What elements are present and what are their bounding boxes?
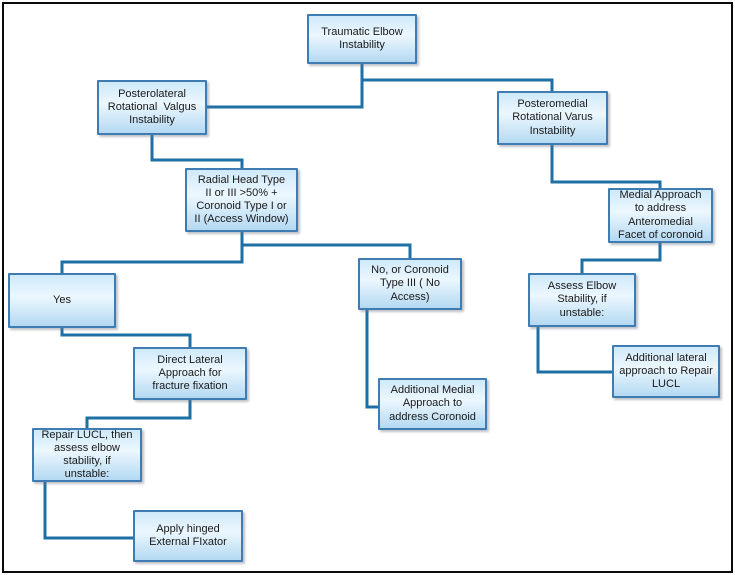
connector-posteromedial-to-medial-approach: [550, 145, 662, 188]
flowchart-node-posteromedial-rotational-varus-instability: Posteromedial Rotational Varus Instabili…: [497, 91, 608, 145]
connector-posterolateral-to-radial-head: [150, 135, 244, 168]
flowchart-node-no-coronoid-type-iii: No, or Coronoid Type III ( No Access): [358, 258, 462, 310]
flowchart-node-radial-head-access-window: Radial Head Type II or III >50% + Corono…: [185, 168, 298, 232]
flowchart-node-assess-elbow-stability: Assess Elbow Stability, if unstable:: [528, 273, 636, 327]
flowchart-node-repair-lucl-then-assess: Repair LUCL, then assess elbow stability…: [32, 428, 142, 482]
flowchart-node-additional-medial-approach: Additional Medial Approach to address Co…: [378, 378, 487, 430]
connector-radial-head-to-no: [240, 232, 412, 258]
flowchart-node-medial-approach-anteromedial-facet: Medial Approach to address Anteromedial …: [608, 188, 713, 243]
connector-direct-lateral-to-repair-lucl: [85, 400, 192, 428]
connector-radial-head-to-yes: [60, 245, 244, 273]
connector-traumatic-to-posteromedial: [362, 78, 554, 91]
connector-repair-lucl-to-apply-hinged: [43, 482, 133, 540]
connector-medial-approach-to-assess: [580, 243, 662, 273]
connector-assess-to-additional-lateral: [536, 327, 612, 374]
connector-traumatic-to-posterolateral: [207, 64, 364, 109]
connector-yes-to-direct-lateral: [60, 328, 192, 347]
flowchart-node-yes: Yes: [8, 273, 116, 328]
flowchart-node-traumatic-elbow-instability: Traumatic Elbow Instability: [307, 14, 417, 64]
flowchart-node-direct-lateral-approach: Direct Lateral Approach for fracture fix…: [133, 347, 247, 400]
flowchart-node-posterolateral-rotational-valgus-instability: Posterolateral Rotational Valgus Instabi…: [97, 80, 207, 135]
connector-no-to-additional-medial: [365, 310, 378, 409]
flowchart-node-additional-lateral-approach: Additional lateral approach to Repair LU…: [612, 345, 720, 398]
flowchart-node-apply-hinged-external-fixator: Apply hinged External FIxator: [133, 510, 243, 562]
